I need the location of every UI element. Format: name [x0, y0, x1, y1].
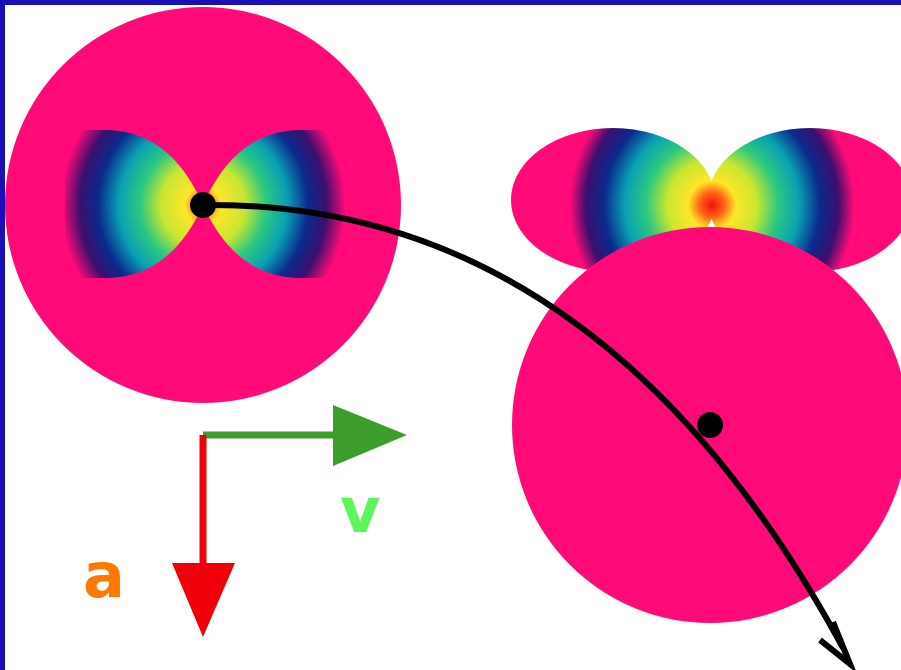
velocity-arrow	[203, 405, 407, 466]
acceleration-label: a	[83, 539, 125, 612]
trajectory-arrowhead	[818, 620, 856, 670]
acceleration-arrow	[172, 435, 235, 637]
charge-later-dot	[697, 412, 723, 438]
charge-start-dot	[190, 192, 216, 218]
trajectory-curve	[202, 201, 846, 650]
velocity-label: v	[340, 474, 380, 547]
